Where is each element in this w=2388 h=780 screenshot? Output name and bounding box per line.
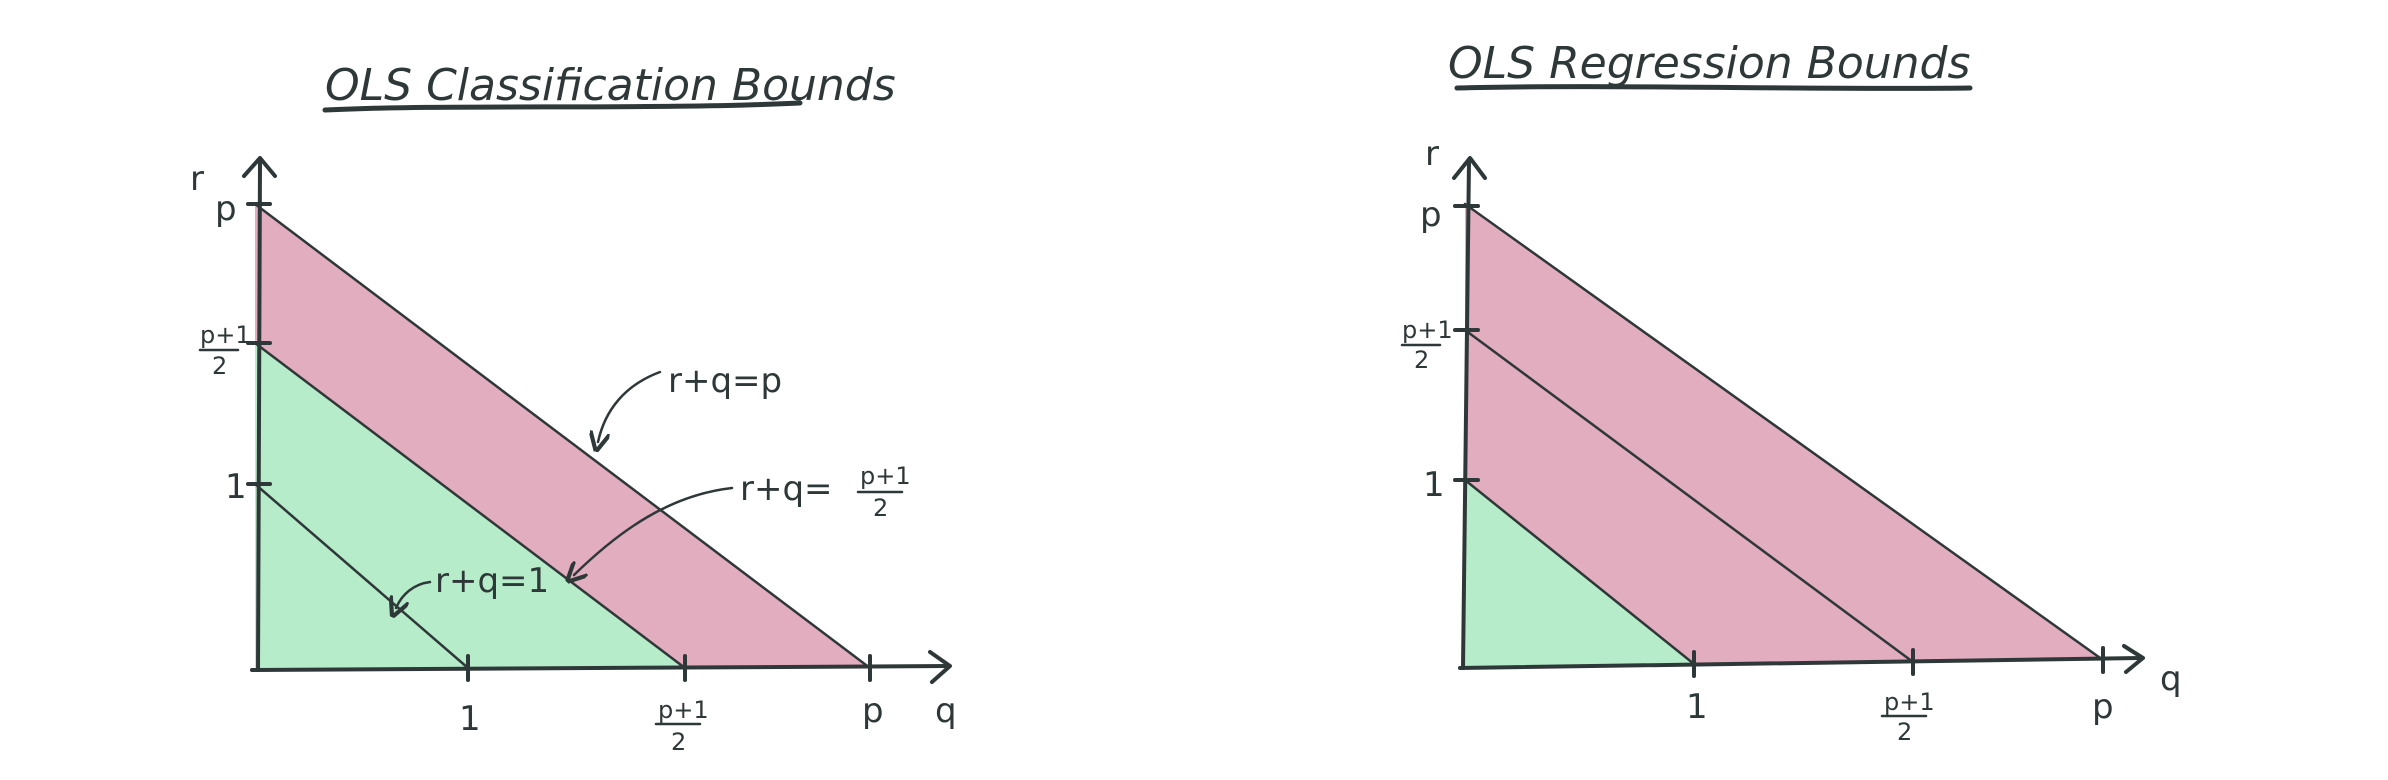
y-tick-label-half-den: 2 (212, 352, 227, 380)
y-tick-label-half-den: 2 (1414, 346, 1429, 374)
annotation-r-plus-q-eq-p: r+q=p (668, 361, 782, 401)
x-tick-label-p: p (2092, 687, 2114, 727)
x-axis-label: q (2160, 659, 2182, 699)
y-tick-label-1: 1 (225, 467, 247, 507)
annotation-half-den: 2 (873, 494, 888, 522)
line-r-plus-q-eq-1 (1463, 478, 1696, 666)
annotation-arrow-half (574, 486, 734, 575)
regression-title: OLS Regression Bounds (1448, 38, 1970, 89)
y-axis-arrowhead (1452, 156, 1487, 180)
annotation-r-plus-q-eq-1: r+q=1 (435, 561, 549, 601)
annotation-r-plus-q-eq-half-prefix: r+q= (740, 469, 833, 509)
x-tick-label-half-den: 2 (1897, 718, 1912, 746)
y-tick-label-p: p (215, 189, 237, 229)
x-axis-label: q (935, 691, 957, 731)
regression-title-underline (1454, 84, 1973, 91)
y-tick-label-p: p (1420, 195, 1442, 235)
y-tick-label-1: 1 (1423, 465, 1445, 505)
y-axis-label: r (1425, 134, 1439, 174)
annotation-arrow-1 (396, 580, 432, 608)
line-r-plus-q-eq-half (1463, 328, 1915, 664)
x-axis-arrowhead (2122, 644, 2145, 674)
line-r-plus-q-eq-p (1463, 202, 2105, 662)
y-tick-label-half-num: p+1 (1402, 316, 1453, 344)
y-axis (1461, 158, 1471, 670)
x-tick-label-1: 1 (459, 699, 481, 739)
classification-title-underline (322, 100, 803, 113)
line-r-plus-q-eq-p (253, 202, 872, 670)
y-axis-arrowhead (242, 156, 277, 178)
y-axis (256, 158, 262, 672)
x-tick-label-1: 1 (1686, 687, 1708, 727)
classification-panel: OLS Classification Bounds r q p p+1 2 1 (190, 60, 957, 756)
x-tick-label-half-num: p+1 (1884, 688, 1935, 716)
x-axis (1458, 656, 2142, 670)
annotation-half-num: p+1 (860, 462, 911, 490)
classification-title: OLS Classification Bounds (325, 60, 896, 111)
line-r-plus-q-eq-1 (253, 482, 470, 670)
x-axis (250, 664, 950, 672)
x-tick-label-p: p (862, 691, 884, 731)
x-axis-arrowhead (928, 650, 952, 684)
y-tick-label-half-num: p+1 (200, 321, 251, 349)
x-tick-label-half-den: 2 (671, 728, 686, 756)
y-axis-label: r (190, 159, 204, 199)
line-r-plus-q-eq-half (253, 341, 687, 670)
x-tick-label-half-num: p+1 (658, 696, 709, 724)
regression-panel: OLS Regression Bounds r q p p+1 2 1 1 (1400, 38, 2182, 746)
annotation-arrow-p (598, 370, 662, 442)
